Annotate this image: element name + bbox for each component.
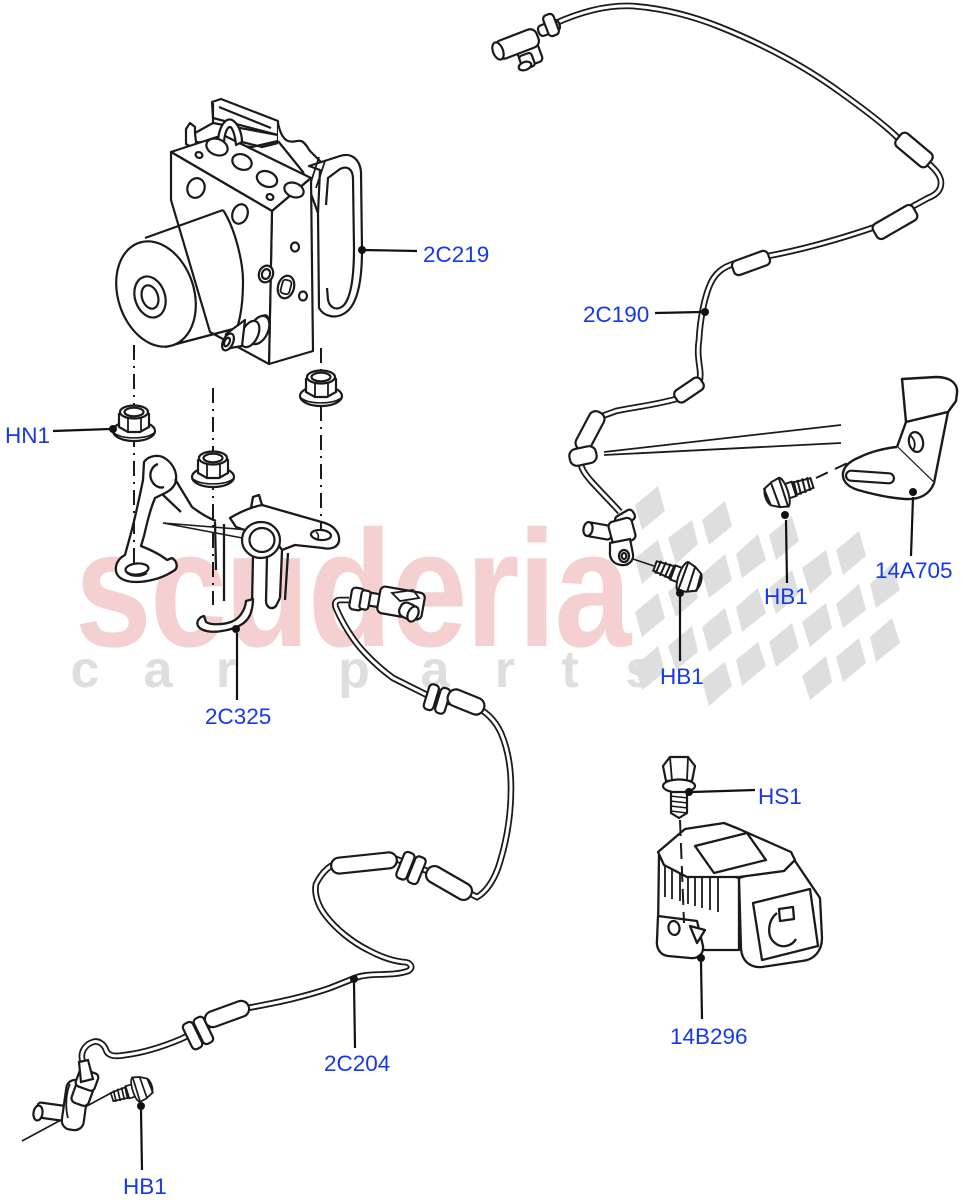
svg-text:HB1: HB1 [660,664,704,689]
svg-text:a: a [144,641,174,699]
svg-text:14A705: 14A705 [875,558,953,583]
svg-text:r: r [495,641,515,699]
svg-text:2C219: 2C219 [423,242,489,267]
svg-text:2C190: 2C190 [583,302,649,327]
svg-text:2C325: 2C325 [205,704,271,729]
svg-text:r: r [216,641,236,699]
svg-text:t: t [561,641,578,699]
svg-text:HB1: HB1 [764,584,808,609]
svg-text:HS1: HS1 [758,784,802,809]
svg-text:HN1: HN1 [5,423,50,448]
svg-text:2C204: 2C204 [324,1051,390,1076]
svg-text:HB1: HB1 [123,1174,167,1199]
svg-text:c: c [71,641,100,699]
svg-text:14B296: 14B296 [670,1024,748,1049]
